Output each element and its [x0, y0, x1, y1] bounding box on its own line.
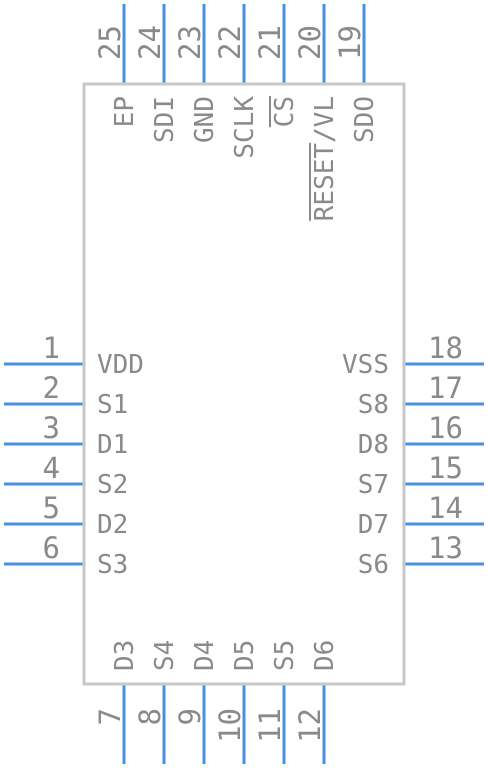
- pin-label-s4: S4: [150, 640, 180, 671]
- pins-layer: [4, 4, 484, 764]
- pin-label-s8: S8: [358, 390, 389, 420]
- pin-label-s1: S1: [97, 390, 128, 420]
- pin-label-d5: D5: [230, 640, 260, 671]
- pin-number-10: 10: [213, 708, 247, 743]
- pin-number-23: 23: [173, 25, 207, 60]
- pin-label-reset-vl: RESET/VL: [310, 96, 340, 221]
- pin-number-16: 16: [428, 411, 463, 445]
- pin-number-7: 7: [93, 708, 127, 725]
- pin-label-s5: S5: [270, 640, 300, 671]
- pin-number-19: 19: [333, 25, 367, 60]
- pin-label-d2: D2: [97, 510, 128, 540]
- pin-number-15: 15: [428, 451, 463, 485]
- pin-label-vss: VSS: [342, 350, 389, 380]
- pin-number-11: 11: [253, 708, 287, 743]
- pin-label-sclk: SCLK: [230, 96, 260, 159]
- pin-label-d1: D1: [97, 430, 128, 460]
- ic-body-outline: [82, 82, 406, 686]
- pin-label-d4: D4: [190, 640, 220, 671]
- pin-label-s2: S2: [97, 470, 128, 500]
- pin-label-s3: S3: [97, 550, 128, 580]
- pin-number-5: 5: [43, 491, 60, 525]
- pin-number-25: 25: [93, 25, 127, 60]
- pin-label-sdi: SDI: [150, 96, 180, 143]
- pin-number-3: 3: [43, 411, 60, 445]
- pin-number-20: 20: [293, 25, 327, 60]
- pin-number-21: 21: [253, 25, 287, 60]
- pin-label-cs: CS: [270, 96, 300, 127]
- pin-number-14: 14: [428, 491, 463, 525]
- pin-label-vdd: VDD: [97, 350, 144, 380]
- pin-number-24: 24: [133, 25, 167, 60]
- pin-number-2: 2: [43, 371, 60, 405]
- labels-layer: 25EP24SDI23GND22SCLK21CS20RESET/VL19SDO1…: [43, 25, 463, 743]
- pin-number-12: 12: [293, 708, 327, 743]
- pin-number-17: 17: [428, 371, 463, 405]
- pin-number-18: 18: [428, 331, 463, 365]
- pin-label-s6: S6: [358, 550, 389, 580]
- pin-number-8: 8: [133, 708, 167, 725]
- pin-label-d8: D8: [358, 430, 389, 460]
- pin-number-6: 6: [43, 531, 60, 565]
- pin-label-s7: S7: [358, 470, 389, 500]
- pin-label-ep: EP: [110, 96, 140, 127]
- pin-number-9: 9: [173, 708, 207, 725]
- pin-number-1: 1: [43, 331, 60, 365]
- pin-number-4: 4: [43, 451, 60, 485]
- pin-number-13: 13: [428, 531, 463, 565]
- pin-label-sdo: SDO: [350, 96, 380, 143]
- pin-label-d6: D6: [310, 640, 340, 671]
- pin-label-d3: D3: [110, 640, 140, 671]
- pin-label-gnd: GND: [190, 96, 220, 143]
- pin-number-22: 22: [213, 25, 247, 60]
- pin-label-d7: D7: [358, 510, 389, 540]
